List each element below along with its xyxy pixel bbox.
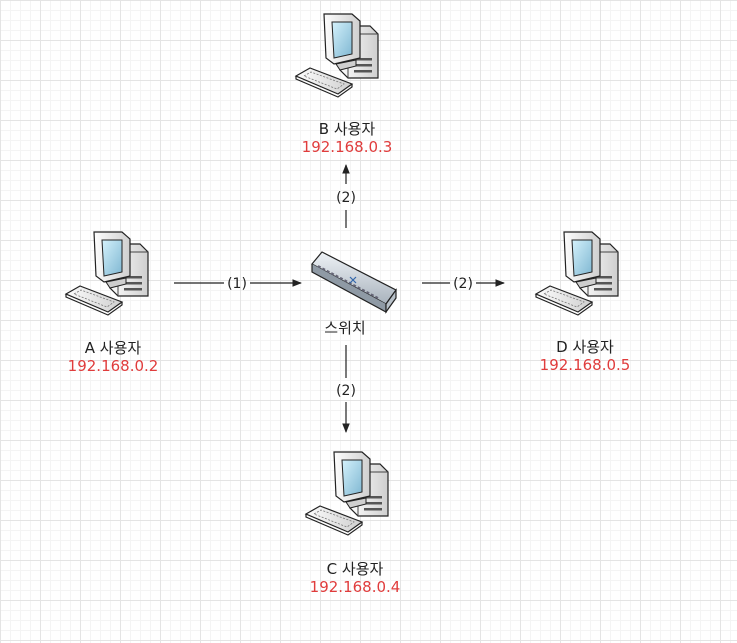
b-user-node: B 사용자 192.168.0.3: [272, 120, 422, 156]
c-user-label: C 사용자: [326, 560, 384, 578]
a-user-ip: 192.168.0.2: [67, 357, 159, 375]
d-user-label: D 사용자: [556, 338, 614, 356]
link-label-switch-to-b: (2): [336, 190, 356, 206]
b-user-ip: 192.168.0.3: [301, 138, 393, 156]
switch-icon: [311, 251, 397, 314]
a-user-label: A 사용자: [84, 339, 142, 357]
link-label-a-to-switch: (1): [227, 276, 247, 292]
link-label-switch-to-c: (2): [336, 383, 356, 399]
d-user-ip: 192.168.0.5: [539, 356, 631, 374]
link-label-switch-to-d: (2): [453, 276, 473, 292]
c-user-computer-icon: [305, 451, 389, 536]
switch-label: 스위치: [324, 319, 366, 337]
c-user-ip: 192.168.0.4: [309, 578, 401, 596]
c-user-node: C 사용자 192.168.0.4: [280, 560, 430, 596]
d-user-node: D 사용자 192.168.0.5: [510, 338, 660, 374]
a-user-computer-icon: [65, 231, 149, 316]
b-user-label: B 사용자: [318, 120, 376, 138]
b-user-computer-icon: [295, 13, 379, 98]
d-user-computer-icon: [535, 231, 619, 316]
switch-node: 스위치: [310, 319, 380, 337]
a-user-node: A 사용자 192.168.0.2: [38, 339, 188, 375]
